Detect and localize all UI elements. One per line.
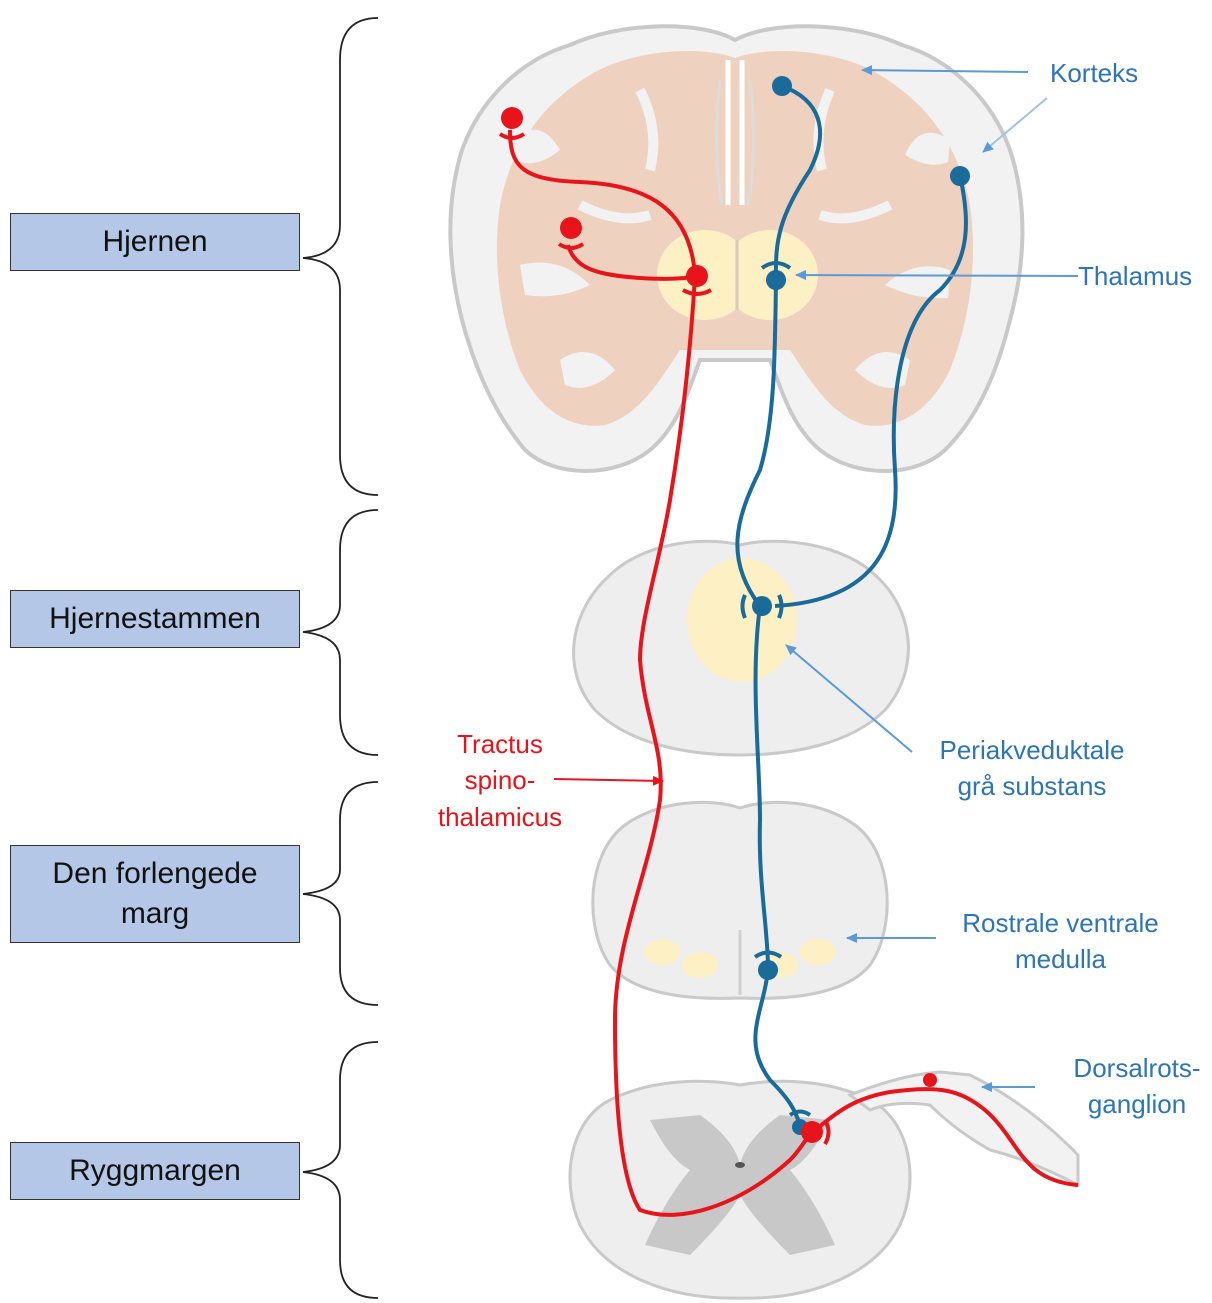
label-spinothalamic-tract: Tractus spino- thalamicus — [420, 726, 580, 835]
spinal-cord-section — [570, 1072, 1078, 1298]
label-cortex: Korteks — [1050, 55, 1138, 91]
brain-section — [450, 26, 1022, 471]
label-dorsal-root-ganglion: Dorsalrots- ganglion — [1062, 1050, 1212, 1123]
label-periaqueductal-gray: Periakveduktale grå substans — [922, 732, 1142, 805]
region-box-medulla: Den forlengede marg — [10, 845, 300, 943]
region-label-brain: Hjernen — [102, 222, 207, 263]
region-label-brainstem: Hjernestammen — [49, 599, 261, 640]
label-thalamus: Thalamus — [1078, 258, 1192, 294]
region-box-brain: Hjernen — [10, 213, 300, 271]
region-box-spinal-cord: Ryggmargen — [10, 1142, 300, 1200]
brace-spinal-cord — [303, 1042, 378, 1298]
brace-brainstem — [303, 510, 378, 755]
region-label-spinal-cord: Ryggmargen — [69, 1151, 241, 1192]
label-rostral-ventral-medulla: Rostrale ventrale medulla — [948, 905, 1173, 978]
region-label-medulla: Den forlengede marg — [40, 854, 270, 935]
region-box-brainstem: Hjernestammen — [10, 590, 300, 648]
brace-brain — [303, 18, 378, 495]
brace-medulla — [303, 782, 378, 1005]
